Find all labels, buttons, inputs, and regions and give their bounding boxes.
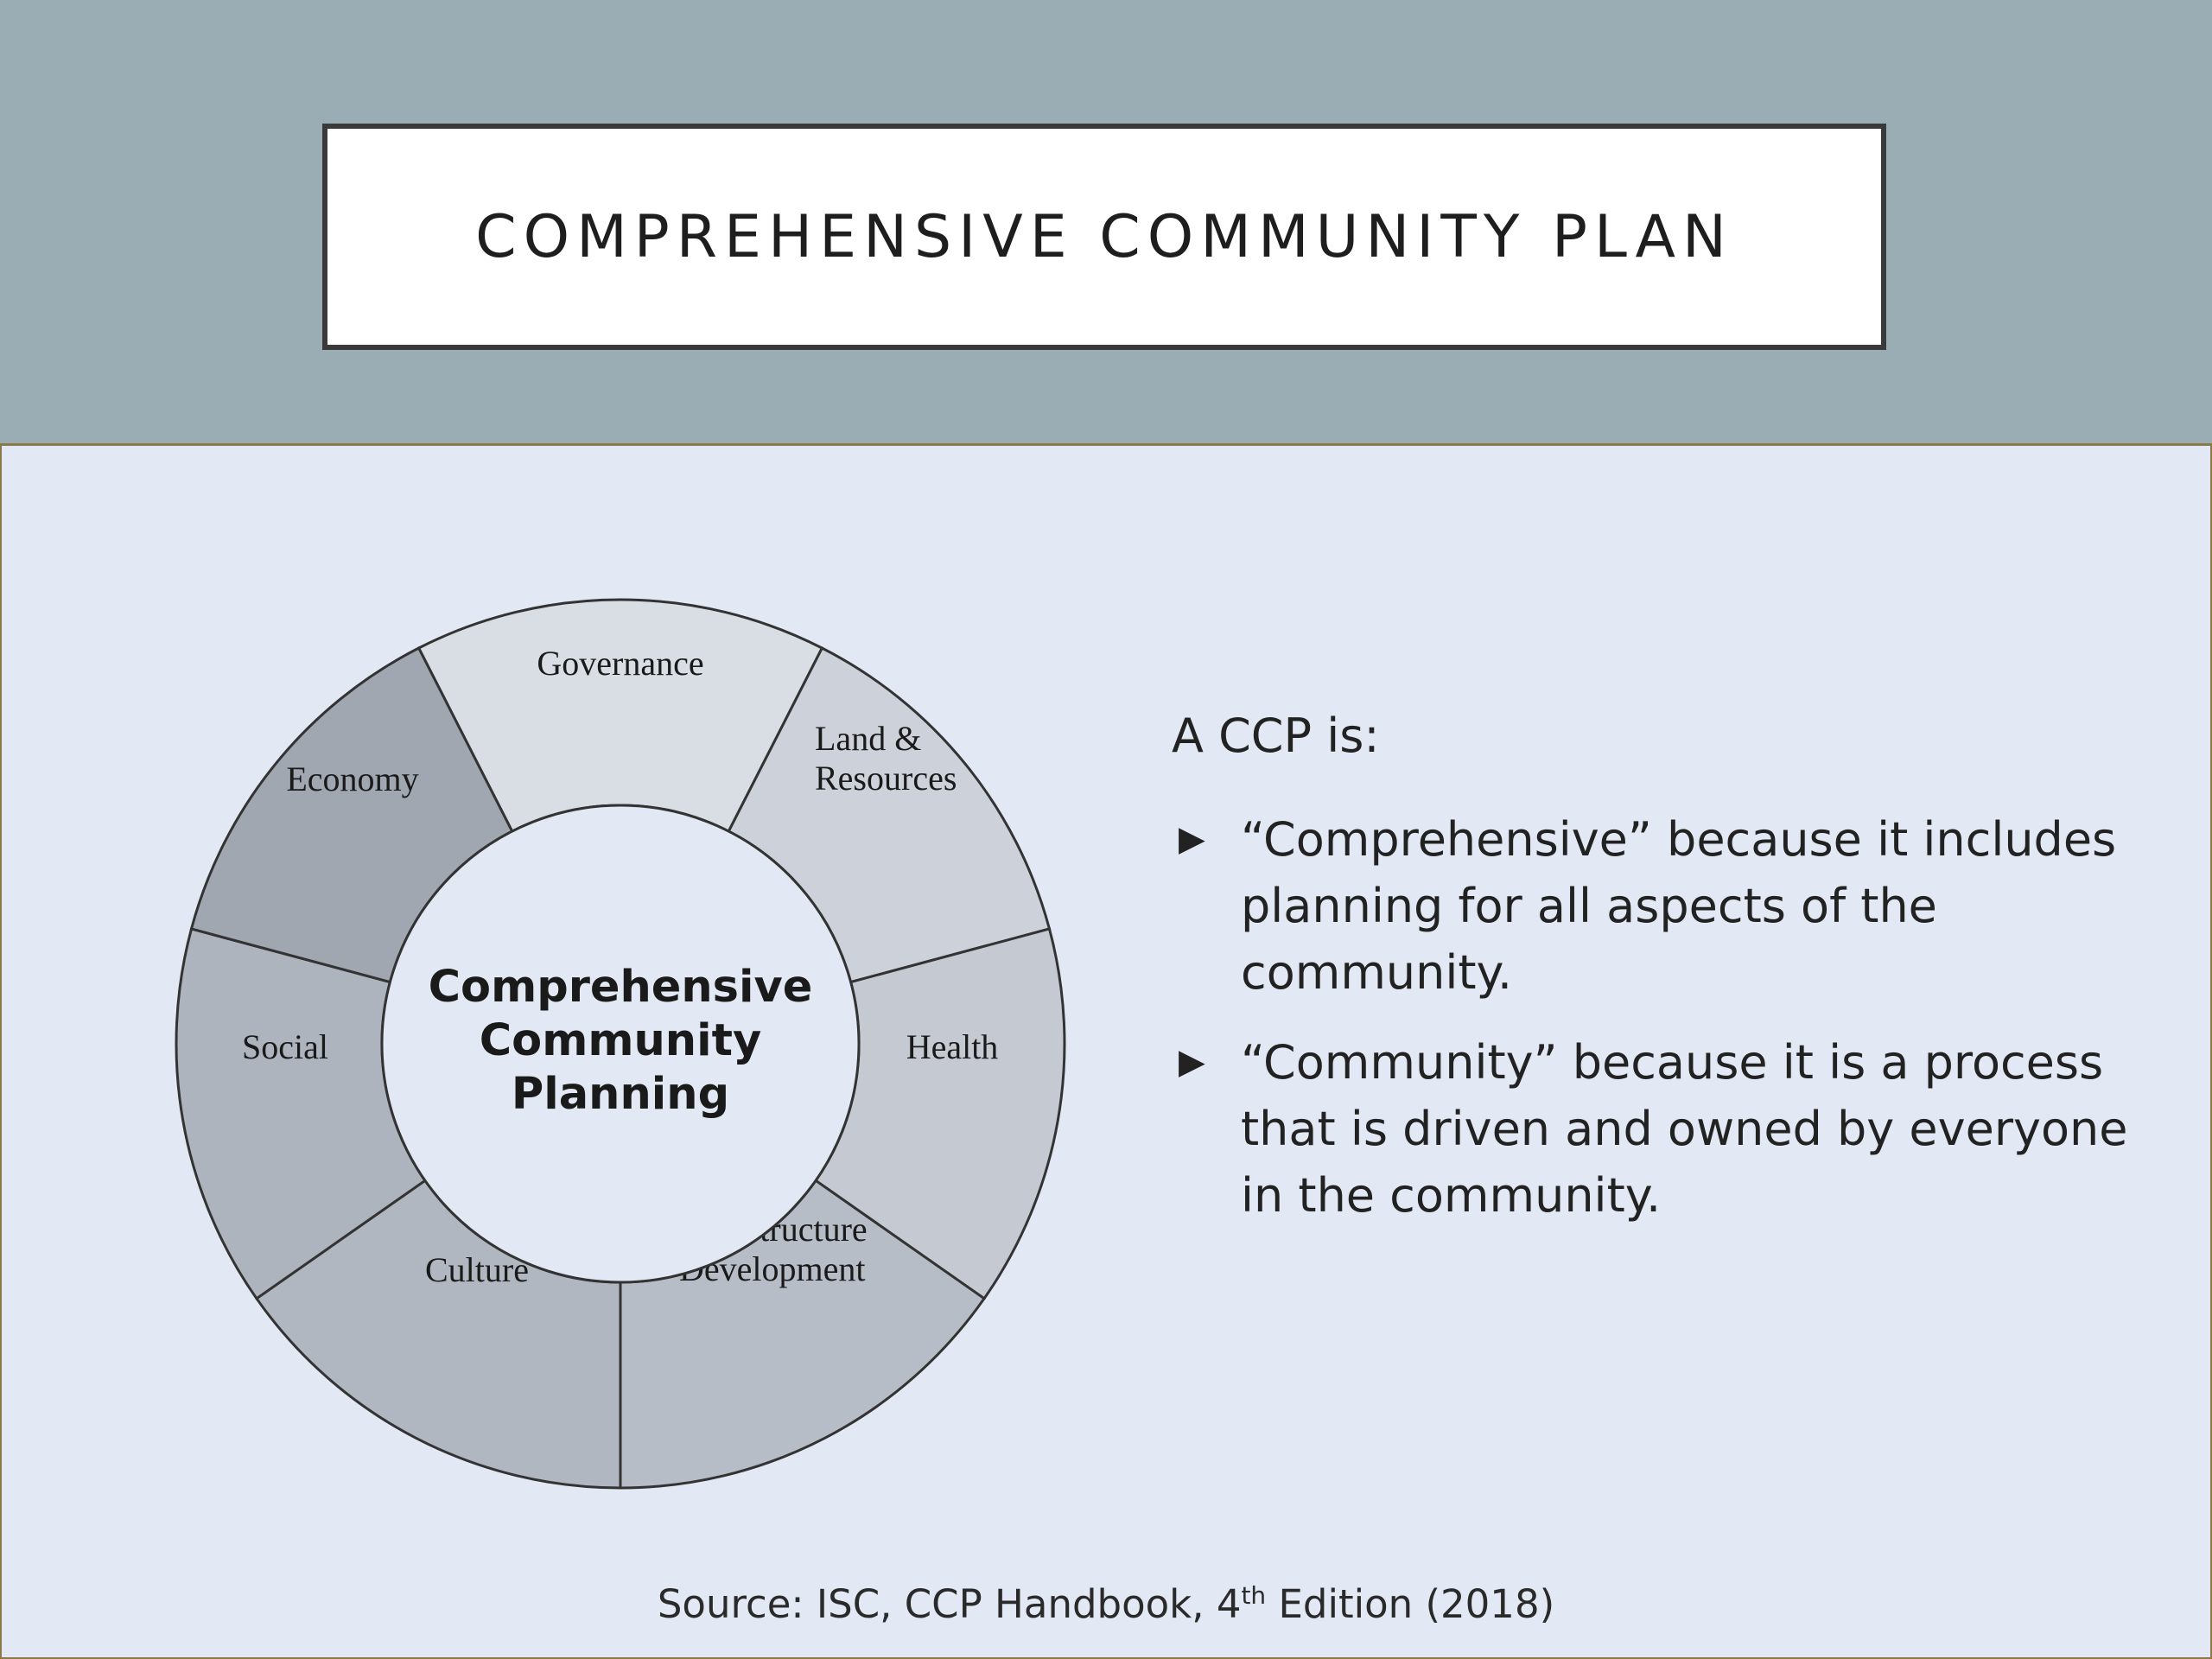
segment-label: Economy	[286, 760, 418, 798]
bullet-community: ▶ “Community” because it is a process th…	[1172, 1029, 2157, 1229]
segment-label: Governance	[537, 644, 703, 683]
triangle-bullet-icon: ▶	[1179, 819, 1205, 859]
segment-label: Land &Resources	[815, 719, 957, 798]
bullet-comprehensive: ▶ “Comprehensive” because it includes pl…	[1172, 806, 2157, 1006]
wheel-hub	[380, 804, 861, 1284]
slide-title: COMPREHENSIVE COMMUNITY PLAN	[475, 202, 1733, 271]
triangle-bullet-icon: ▶	[1179, 1042, 1205, 1082]
source-citation: Source: ISC, CCP Handbook, 4th Edition (…	[657, 1581, 1555, 1627]
intro-text: A CCP is:	[1172, 709, 1380, 763]
content-frame	[0, 446, 2212, 1659]
segment-label: Social	[242, 1027, 328, 1066]
bullet-text: “Community” because it is a process that…	[1241, 1035, 2128, 1223]
bullet-text: “Comprehensive” because it includes plan…	[1241, 812, 2117, 1000]
segment-label: Health	[906, 1027, 999, 1066]
title-box: COMPREHENSIVE COMMUNITY PLAN	[322, 124, 1886, 350]
ccp-definition: A CCP is: ▶ “Comprehensive” because it i…	[1172, 709, 2157, 1252]
